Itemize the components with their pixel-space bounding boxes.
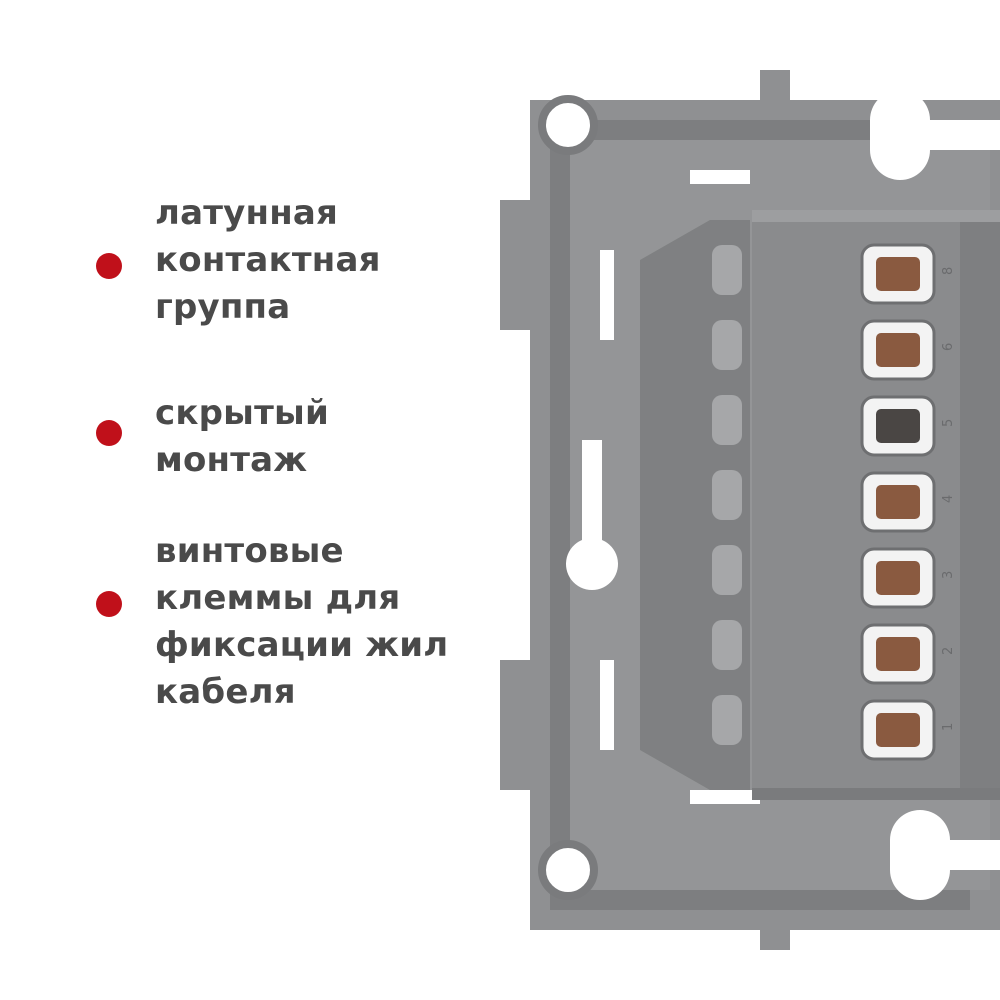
- contact-pin: [876, 485, 920, 519]
- bullet-dot-icon: [96, 591, 122, 617]
- screw-hole-top: [538, 95, 598, 155]
- terminal-number: 5: [941, 419, 956, 427]
- contact-pin: [876, 713, 920, 747]
- terminal-numbers: 8 6 5 4 3 2 1: [941, 267, 956, 731]
- bullet-dot-icon: [96, 420, 122, 446]
- bullet-dot-icon: [96, 253, 122, 279]
- terminal-number: 3: [941, 571, 956, 579]
- contact-pin: [876, 637, 920, 671]
- terminal-number: 6: [941, 343, 956, 351]
- terminal-number: 8: [941, 267, 956, 275]
- feature-list: латунная контактная группа скрытый монта…: [0, 0, 480, 1000]
- screw-hole-bottom: [538, 840, 598, 900]
- terminal-number: 2: [941, 647, 956, 655]
- feature-text: латунная контактная группа: [155, 193, 381, 327]
- contact-pin: [876, 409, 920, 443]
- keyhole-slot: [566, 440, 618, 590]
- contact-pin: [876, 257, 920, 291]
- wire-guide-ribs: [712, 245, 742, 745]
- terminal-number: 1: [941, 723, 956, 731]
- contact-pin: [876, 561, 920, 595]
- contact-slots: [860, 243, 936, 761]
- feature-text: скрытый монтаж: [155, 393, 329, 480]
- contact-pin: [876, 333, 920, 367]
- terminal-number: 4: [941, 495, 956, 503]
- feature-text: винтовые клеммы для фиксации жил кабеля: [155, 531, 449, 712]
- socket-mechanism-image: 8 6 5 4 3 2 1: [500, 70, 1000, 950]
